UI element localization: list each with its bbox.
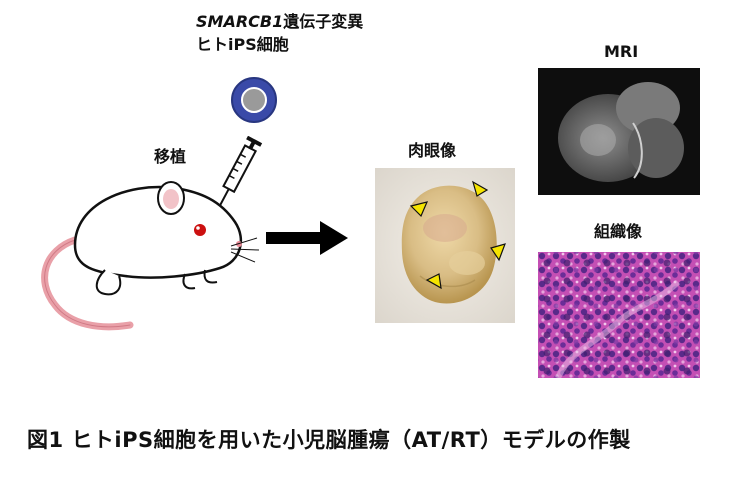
process-arrow bbox=[266, 221, 348, 255]
gene-name: SMARCB1 bbox=[196, 12, 284, 31]
cell-label-line1: SMARCB1遺伝子変異 bbox=[196, 14, 363, 30]
histology-image bbox=[538, 252, 700, 378]
mri-image bbox=[538, 68, 700, 195]
transplant-label: 移植 bbox=[154, 147, 187, 166]
mri-label: MRI bbox=[604, 42, 639, 61]
histology-label: 組織像 bbox=[594, 222, 643, 241]
ips-cell-icon bbox=[231, 77, 277, 123]
cell-label-line2: ヒトiPS細胞 bbox=[196, 35, 289, 54]
mouse-illustration bbox=[41, 181, 260, 331]
figure-caption: 図1 ヒトiPS細胞を用いた小児脳腫瘍（AT/RT）モデルの作製 bbox=[27, 428, 631, 452]
syringe-icon bbox=[216, 136, 263, 211]
gross-tumor-photo bbox=[375, 168, 515, 323]
gene-mutation-text: 遺伝子変異 bbox=[283, 12, 364, 31]
gross-label: 肉眼像 bbox=[408, 141, 457, 160]
